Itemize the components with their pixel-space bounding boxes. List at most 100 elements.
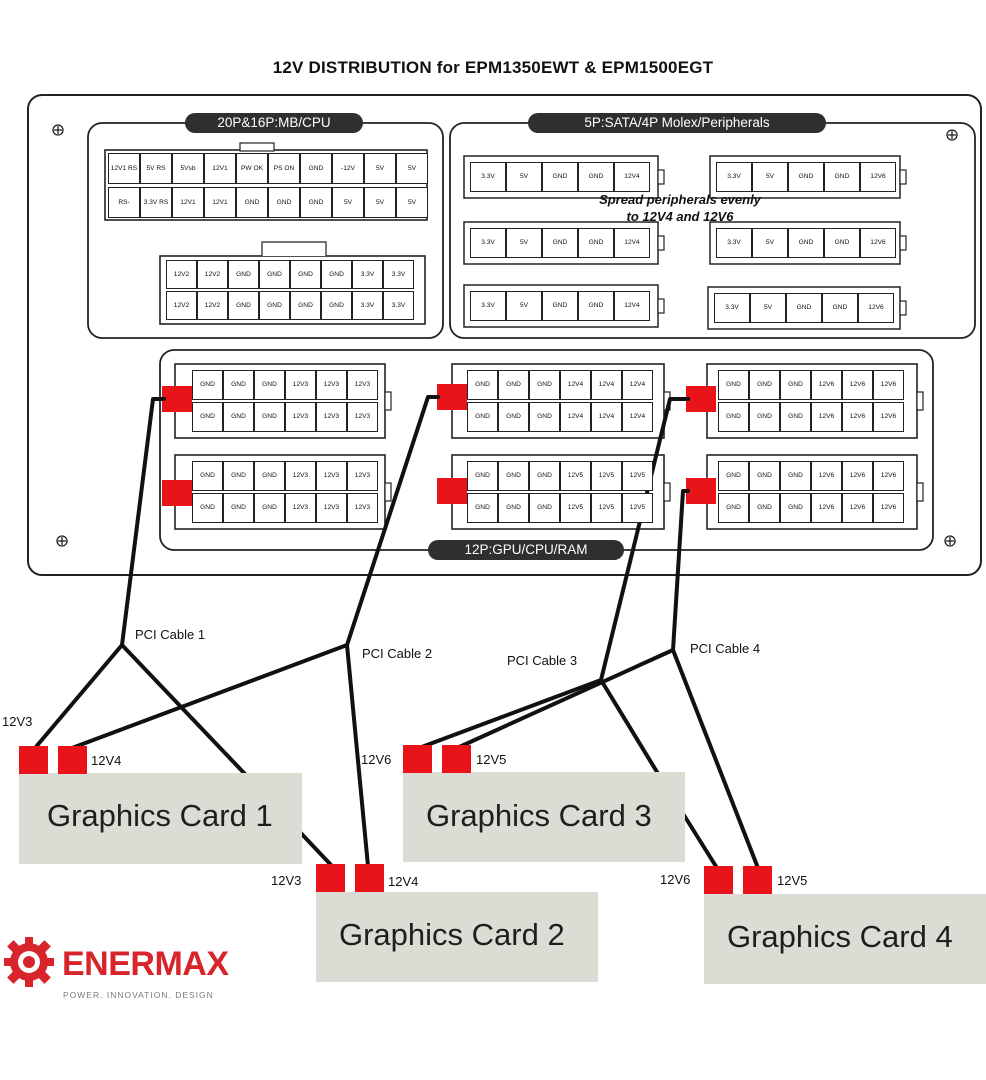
gpu2-row1-pin: GND [467,370,498,400]
gpu3-row2-pin: GND [718,402,749,432]
mb16-row2-pin: 12V2 [197,291,228,320]
gpu1-row2-pin: GND [254,402,285,432]
graphics-card-1 [19,773,302,864]
periph-right-pin: GND [822,293,858,323]
gpu5-row1-pin: 12V5 [591,461,622,491]
gpu5-row2-pin: 12V5 [622,493,653,523]
mb16-row2-pin: GND [321,291,352,320]
mb16-row1-pin: GND [321,260,352,289]
mb20-row1-pin: 5V RS [140,153,172,184]
gpu1-row2-pin: 12V3 [347,402,378,432]
plug-gpu-2 [437,384,467,410]
gpu6-row2-pin: 12V6 [873,493,904,523]
gpu5-row2-pin: GND [529,493,560,523]
mb20-row1-pin: GND [300,153,332,184]
gpu3-row2-pin: 12V6 [811,402,842,432]
gpu2-row2-pin: GND [529,402,560,432]
gpu2-row1-pin: 12V4 [622,370,653,400]
gpu2-row2-pin: 12V4 [560,402,591,432]
gpu5-row1-pin: GND [498,461,529,491]
mb16-row2-pin: 3.3V [383,291,414,320]
gpu2-row1-pin: 12V4 [591,370,622,400]
gpu1-row2-pin: 12V3 [285,402,316,432]
gpu2-row1-pin: 12V4 [560,370,591,400]
gpu3-row1-pin: 12V6 [873,370,904,400]
periph-right-pin: 5V [752,228,788,258]
mb20-row1-pin: 12V1 RS [108,153,140,184]
gpu1-row1-pin: 12V3 [316,370,347,400]
gpu5-row1-pin: GND [529,461,560,491]
gpu4-row2-pin: 12V3 [285,493,316,523]
gpu4-row2-pin: GND [254,493,285,523]
section-peripherals: 5P:SATA/4P Molex/Peripherals [528,113,826,133]
gpu6-row1-pin: GND [718,461,749,491]
mb20-row2-pin: GND [268,187,300,218]
gpu4-row1-pin: GND [254,461,285,491]
pci-cable-2 [70,395,440,750]
spread-note-line-1: Spread peripherals evenly [599,192,761,207]
gpu4-row2-pin: GND [223,493,254,523]
diagram-title: 12V DISTRIBUTION for EPM1350EWT & EPM150… [272,58,714,77]
socket-card2-b [355,864,384,892]
periph-left-pin: 3.3V [470,228,506,258]
enermax-gear-icon [4,937,54,987]
mb20-row2-pin: 12V1 [172,187,204,218]
socket-card1-b [58,746,87,774]
periph-left-pin: GND [542,291,578,321]
gpu4-row1-pin: GND [223,461,254,491]
enermax-logo-text: ENERMAX [62,945,229,983]
gpu6-row2-pin: 12V6 [842,493,873,523]
gpu1-row1-pin: 12V3 [285,370,316,400]
spread-note-line-2: to 12V4 and 12V6 [626,209,734,224]
rail-card3-a: 12V6 [361,752,392,767]
periph-left-pin: 3.3V [470,162,506,192]
graphics-card-1-label: Graphics Card 1 [47,798,273,833]
mb16-row1-pin: 3.3V [352,260,383,289]
periph-right-pin: 3.3V [716,162,752,192]
gpu6-row1-pin: GND [780,461,811,491]
periph-right-pin: 12V6 [860,228,896,258]
gpu5-row2-pin: 12V5 [591,493,622,523]
mb20-row1-pin: PS ON [268,153,300,184]
gpu4-row1-pin: 12V3 [316,461,347,491]
pci-cable-3 [417,397,690,750]
periph-left-pin: 3.3V [470,291,506,321]
gpu2-row2-pin: GND [498,402,529,432]
graphics-card-3 [403,772,685,862]
plug-gpu-5 [437,478,467,504]
gpu3-row1-pin: 12V6 [811,370,842,400]
socket-card1-a [19,746,48,774]
periph-right-pin: GND [824,228,860,258]
section-mb-cpu: 20P&16P:MB/CPU [185,113,363,133]
periph-right-pin: 12V6 [860,162,896,192]
gpu6-row2-pin: GND [780,493,811,523]
mb20-row2-pin: 5V [332,187,364,218]
gpu5-row1-pin: 12V5 [560,461,591,491]
graphics-card-4-label: Graphics Card 4 [727,919,953,954]
gpu2-row2-pin: GND [467,402,498,432]
gpu2-row2-pin: 12V4 [622,402,653,432]
periph-left-pin: 12V4 [614,162,650,192]
socket-card4-b [743,866,772,894]
mb16-row1-pin: GND [228,260,259,289]
gpu1-row2-pin: 12V3 [316,402,347,432]
plug-gpu-4 [162,480,192,506]
periph-right-pin: 3.3V [716,228,752,258]
mb16-row1-pin: GND [259,260,290,289]
periph-right-pin: 5V [750,293,786,323]
rail-card1-b: 12V4 [91,753,122,768]
mb20-row1-pin: 5Vsb [172,153,204,184]
label-pci-cable-4: PCI Cable 4 [690,641,761,656]
gpu1-row2-pin: GND [223,402,254,432]
mb20-row2-pin: 3.3V RS [140,187,172,218]
label-pci-cable-1: PCI Cable 1 [135,627,206,642]
label-pci-cable-2: PCI Cable 2 [362,646,433,661]
mb16-row1-pin: 3.3V [383,260,414,289]
graphics-card-4 [704,894,986,984]
graphics-card-3-label: Graphics Card 3 [426,798,652,833]
gpu5-row1-pin: GND [467,461,498,491]
label-pci-cable-3: PCI Cable 3 [507,653,578,668]
mb20-row1-pin: 12V1 [204,153,236,184]
periph-left-pin: GND [578,291,614,321]
plug-gpu-1 [162,386,192,412]
